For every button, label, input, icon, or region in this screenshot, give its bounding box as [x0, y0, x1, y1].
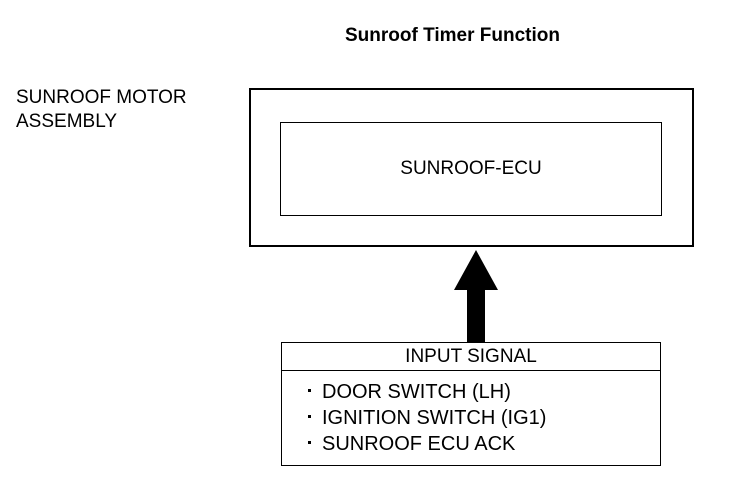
bullet-dot-icon [308, 441, 311, 444]
list-item: IGNITION SWITCH (IG1) [308, 405, 660, 431]
arrow-up-icon [454, 250, 498, 344]
sunroof-ecu-box: SUNROOF-ECU [280, 122, 662, 216]
list-item: DOOR SWITCH (LH) [308, 379, 660, 405]
list-item-label: DOOR SWITCH (LH) [322, 381, 511, 403]
input-signal-header: INPUT SIGNAL [282, 343, 660, 371]
list-item: SUNROOF ECU ACK [308, 431, 660, 457]
input-signal-box: INPUT SIGNAL DOOR SWITCH (LH) IGNITION S… [281, 342, 661, 466]
diagram-title: Sunroof Timer Function [345, 25, 560, 46]
list-item-label: IGNITION SWITCH (IG1) [322, 407, 547, 429]
list-item-label: SUNROOF ECU ACK [322, 433, 516, 455]
input-signal-list: DOOR SWITCH (LH) IGNITION SWITCH (IG1) S… [282, 371, 660, 457]
sunroof-motor-assembly-label: SUNROOF MOTOR ASSEMBLY [16, 87, 187, 132]
sunroof-ecu-label: SUNROOF-ECU [400, 158, 542, 179]
bullet-dot-icon [308, 415, 311, 418]
input-signal-header-label: INPUT SIGNAL [405, 345, 537, 367]
bullet-dot-icon [308, 389, 311, 392]
